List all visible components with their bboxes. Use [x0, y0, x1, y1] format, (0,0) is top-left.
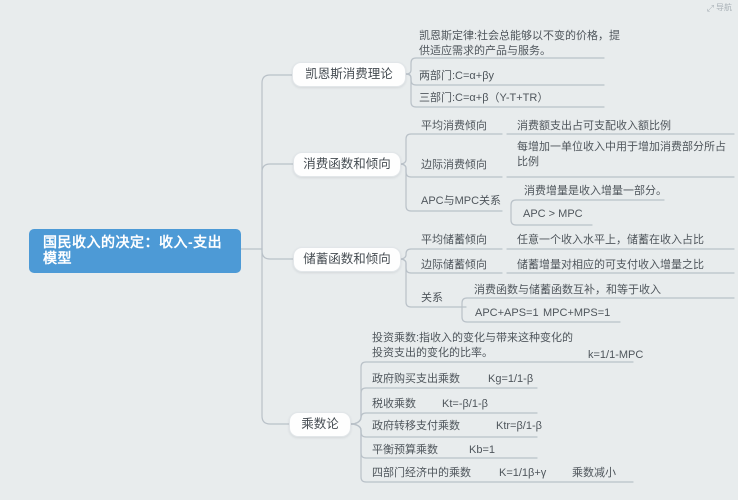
viewer-nav-control[interactable]: ⤢ 导航	[707, 3, 732, 13]
node-four-sector-multiplier-label[interactable]: 四部门经济中的乘数	[372, 467, 471, 479]
node-saving-relation-label[interactable]: 关系	[421, 292, 443, 304]
root-node[interactable]: 国民收入的决定：收入-支出模型	[29, 229, 241, 273]
node-keynes-law[interactable]: 凯恩斯定律:社会总能够以不变的价格，提供适应需求的产品与服务。	[419, 30, 621, 57]
node-mpc-mps-formula[interactable]: MPC+MPS=1	[543, 307, 611, 319]
node-apc-gt-mpc-formula[interactable]: APC > MPC	[523, 208, 583, 220]
node-apc-aps-formula[interactable]: APC+APS=1	[475, 307, 539, 319]
node-gov-purchase-multiplier-formula[interactable]: Kg=1/1-β	[488, 373, 534, 385]
node-two-sector-formula[interactable]: 两部门:C=α+βy	[419, 70, 495, 82]
branch-node-saving[interactable]: 储蓄函数和倾向	[293, 247, 401, 272]
node-mps-label[interactable]: 边际储蓄倾向	[421, 259, 487, 271]
node-mpc-label[interactable]: 边际消费倾向	[421, 159, 487, 171]
node-aps-desc[interactable]: 任意一个收入水平上，储蓄在收入占比	[517, 234, 704, 246]
node-three-sector-formula[interactable]: 三部门:C=α+β（Y-T+TR）	[419, 92, 549, 104]
node-balanced-budget-multiplier-label[interactable]: 平衡预算乘数	[372, 444, 438, 456]
node-transfer-multiplier-formula[interactable]: Ktr=β/1-β	[496, 420, 542, 432]
node-saving-relation-desc[interactable]: 消费函数与储蓄函数互补，和等于收入	[474, 284, 661, 296]
node-mpc-desc[interactable]: 每增加一单位收入中用于增加消费部分所占比例	[517, 141, 726, 168]
node-four-sector-multiplier-note[interactable]: 乘数减小	[572, 467, 616, 479]
expand-icon: ⤢	[706, 3, 714, 13]
branch-node-keynes-theory[interactable]: 凯恩斯消费理论	[292, 62, 406, 87]
viewer-nav-label: 导航	[716, 3, 732, 12]
node-apc-mpc-relation-desc[interactable]: 消费增量是收入增量一部分。	[524, 185, 667, 197]
node-transfer-multiplier-label[interactable]: 政府转移支付乘数	[372, 420, 460, 432]
node-tax-multiplier-label[interactable]: 税收乘数	[372, 398, 416, 410]
node-apc-mpc-relation-label[interactable]: APC与MPC关系	[421, 195, 502, 207]
node-investment-multiplier-desc[interactable]: 投资乘数:指收入的变化与带来这种变化的投资支出的变化的比率。	[372, 332, 574, 359]
node-mps-desc[interactable]: 储蓄增量对相应的可支付收入增量之比	[517, 259, 704, 271]
node-apc-label[interactable]: 平均消费倾向	[421, 120, 487, 132]
node-aps-label[interactable]: 平均储蓄倾向	[421, 234, 487, 246]
node-apc-desc[interactable]: 消费额支出占可支配收入额比例	[517, 120, 671, 132]
node-four-sector-multiplier-formula[interactable]: K=1/1β+γ	[499, 467, 547, 479]
branch-node-multiplier[interactable]: 乘数论	[289, 412, 351, 437]
node-balanced-budget-multiplier-formula[interactable]: Kb=1	[469, 444, 495, 456]
node-investment-multiplier-formula[interactable]: k=1/1-MPC	[588, 349, 644, 361]
branch-node-consumption[interactable]: 消费函数和倾向	[293, 152, 401, 177]
node-tax-multiplier-formula[interactable]: Kt=-β/1-β	[442, 398, 488, 410]
node-gov-purchase-multiplier-label[interactable]: 政府购买支出乘数	[372, 373, 460, 385]
